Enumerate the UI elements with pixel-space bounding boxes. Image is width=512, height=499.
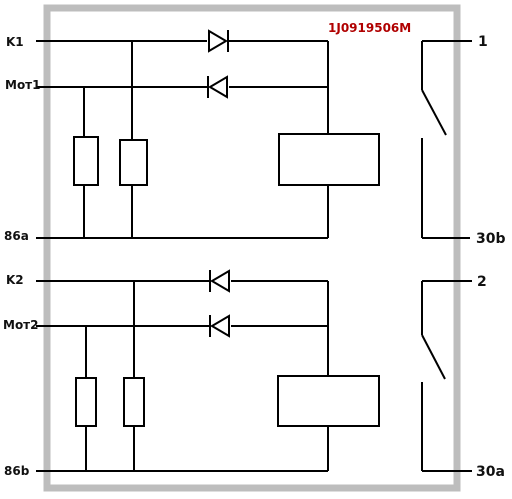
diode-mot2: [209, 314, 230, 338]
lower-circuit: [36, 269, 472, 472]
diode-mot1: [207, 75, 228, 99]
pin-label-mot1: Мот1: [5, 78, 41, 92]
terminal-label-2: 2: [477, 274, 487, 290]
switch-2-blade: [421, 334, 446, 380]
pin-label-86a: 86a: [4, 229, 29, 243]
resistor-3: [75, 377, 97, 427]
terminal-label-30b: 30b: [476, 231, 506, 247]
terminal-label-30a: 30a: [476, 464, 505, 480]
switch-1-blade: [421, 89, 447, 136]
resistor-4: [123, 377, 145, 427]
terminal-label-1: 1: [478, 34, 488, 50]
part-number-label: 1J0919506M: [328, 21, 411, 35]
pin-label-k1: K1: [6, 35, 24, 49]
diode-k1: [208, 29, 229, 53]
pin-label-86b: 86b: [4, 464, 30, 478]
relay-coil-2: [277, 375, 380, 427]
relay-coil-1: [278, 133, 380, 186]
pin-label-k2: K2: [6, 273, 24, 287]
relay-housing-frame: [43, 4, 461, 492]
resistor-1: [73, 136, 99, 186]
diode-k2: [209, 269, 230, 293]
upper-circuit: [36, 29, 472, 239]
pin-label-mot2: Мот2: [3, 318, 39, 332]
resistor-2: [119, 139, 148, 186]
